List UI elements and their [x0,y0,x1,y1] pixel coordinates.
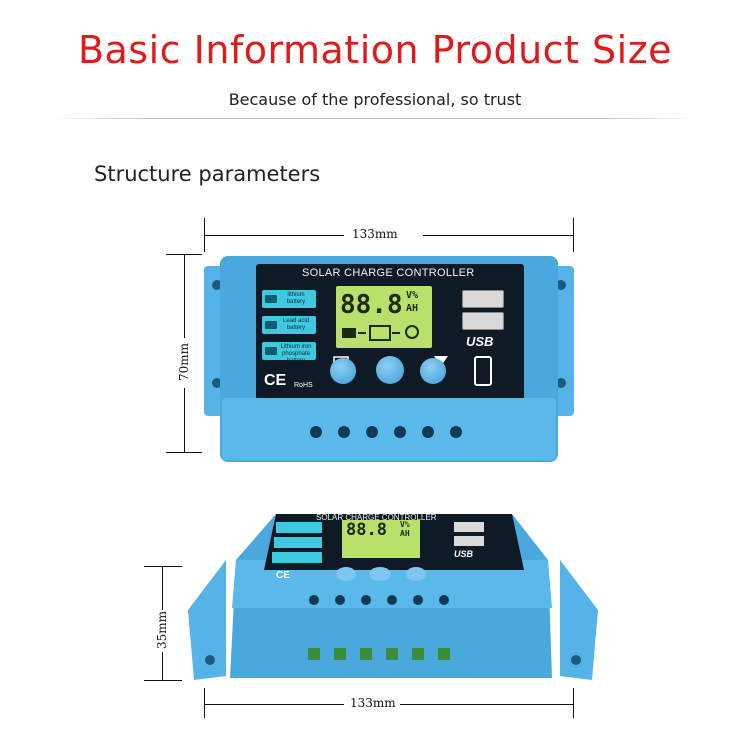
battery-icon [265,321,277,329]
battery-type-label: lithium battery [286,292,306,305]
battery-type-lead-acid: Lead acid battery [262,316,316,334]
lcd-units-top: V% [406,290,419,301]
dim-top-line-left [204,235,344,236]
terminal-screw[interactable] [338,426,350,438]
terminal-screw[interactable] [366,426,378,438]
dim-bottom-line-right [400,704,573,705]
section-heading: Structure parameters [94,162,321,186]
side-lcd-units-bottom: AH [400,529,410,538]
dim-bottom-label: 133mm [350,696,396,710]
panel-title: SOLAR CHARGE CONTROLLER [302,267,475,279]
side-panel-title: SOLAR CHARGE CONTROLLER [316,513,437,522]
phone-icon [474,356,492,386]
page-title: Basic Information Product Size [77,28,673,72]
mount-hole [556,280,566,290]
usb-label: USB [466,334,494,349]
battery-type-lifepo4: Lithium iron phosphate battery [262,342,316,364]
battery-type-label: Lithium iron phosphate battery [280,344,312,364]
dim-top-right-tick [573,218,574,252]
terminal-screw[interactable] [394,426,406,438]
side-usb-label: USB [454,549,474,559]
rohs-mark: RoHS [294,382,313,389]
mount-hole [212,378,222,388]
header-divider [55,118,695,119]
dim-front-label: 70mm [177,342,191,381]
battery-type-lithium: lithium battery [262,290,316,308]
terminal-screw[interactable] [310,426,322,438]
side-ce-mark: CE [276,570,290,581]
controller-angled-view [188,514,598,680]
dim-top-label: 133mm [352,227,398,241]
lcd-value: 88.8 [340,290,403,320]
dim-front-bottom-tick [166,452,202,453]
dim-front-line-top [184,254,185,338]
mount-hole [556,378,566,388]
up-button[interactable] [376,356,404,384]
dim-bottom-left-tick [204,688,205,718]
battery-icon [265,347,277,355]
lcd-units-bottom: AH [406,303,419,314]
lcd-display: 88.8 V% AH [336,286,432,348]
usb-port[interactable] [462,290,504,308]
dim-bottom-right-tick [573,688,574,718]
menu-button[interactable] [330,358,356,384]
usb-port[interactable] [462,312,504,330]
terminal-block [222,398,556,460]
mount-hole [212,280,222,290]
side-lcd-value: 88.8 [346,520,387,540]
dim-side-top-tick [144,566,182,567]
terminal-screw[interactable] [450,426,462,438]
page-subtitle: Because of the professional, so trust [228,90,522,109]
down-button[interactable] [420,358,446,384]
side-lcd-units: V% [400,520,410,529]
controller-front-view: SOLAR CHARGE CONTROLLER lithium battery … [204,256,574,462]
dim-side-line-top [162,566,163,610]
dim-side-line-bottom [162,652,163,680]
dim-top-line-right [423,235,573,236]
ce-mark: CE [264,372,287,389]
dim-bottom-line-left [204,704,344,705]
battery-icon [265,295,277,303]
dim-side-bottom-tick [144,680,182,681]
lcd-flow-icons [342,325,419,341]
terminal-screw[interactable] [422,426,434,438]
dim-front-line-bottom [184,388,185,452]
battery-type-label: Lead acid battery [282,318,310,331]
dim-side-label: 35mm [155,610,169,649]
